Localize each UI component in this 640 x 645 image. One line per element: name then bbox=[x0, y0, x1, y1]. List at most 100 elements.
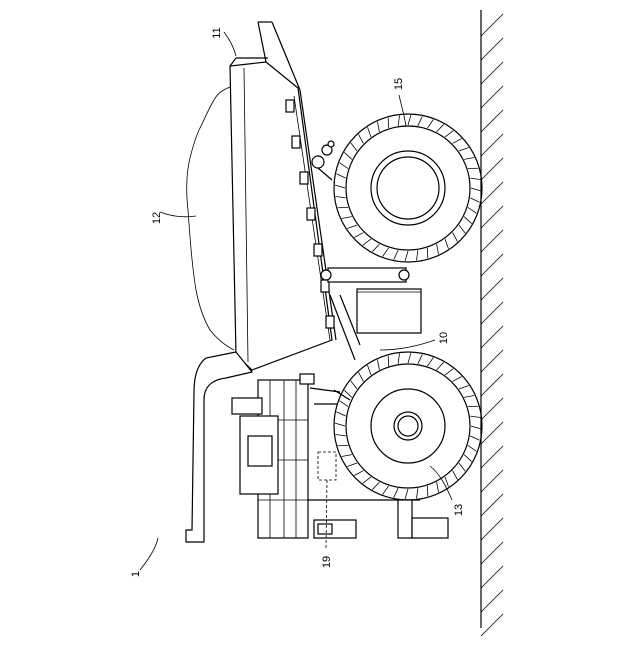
ground-hatch-line bbox=[481, 158, 503, 180]
tire-tread bbox=[394, 488, 398, 497]
ground-hatch-line bbox=[481, 326, 503, 348]
ground-hatch-line bbox=[481, 350, 503, 372]
tire-tread bbox=[453, 376, 462, 381]
label-load: 12 bbox=[151, 212, 163, 224]
ground-hatch-line bbox=[481, 278, 503, 300]
ground-hatch-line bbox=[481, 398, 503, 420]
tire-tread bbox=[468, 207, 477, 213]
tire-tread bbox=[464, 157, 474, 159]
ground-hatch-line bbox=[481, 86, 503, 108]
ground-hatch-line bbox=[481, 38, 503, 60]
ground-hatch-line bbox=[481, 110, 503, 132]
ground-hatch-line bbox=[481, 470, 503, 492]
tire-tread bbox=[358, 372, 363, 381]
hinge bbox=[312, 141, 334, 180]
tire-tread bbox=[445, 131, 453, 137]
tire-tread bbox=[470, 198, 479, 202]
rear-wheel bbox=[334, 114, 482, 262]
tire-tread bbox=[468, 445, 477, 451]
ground-hatch-line bbox=[481, 62, 503, 84]
ground-hatch-line bbox=[481, 422, 503, 444]
tire-tread bbox=[383, 486, 389, 495]
tire-tread bbox=[418, 354, 422, 363]
tire-tread bbox=[437, 362, 444, 370]
ground bbox=[481, 10, 503, 636]
ground-hatch-line bbox=[481, 494, 503, 516]
tire-tread bbox=[408, 115, 411, 125]
tire-tread bbox=[453, 138, 462, 143]
label-rear-wheel: 15 bbox=[393, 78, 405, 90]
ground-hatch-line bbox=[481, 230, 503, 252]
ground-hatch-line bbox=[481, 518, 503, 540]
ground-hatch-line bbox=[481, 374, 503, 396]
tire-tread bbox=[408, 353, 411, 363]
tire-tread bbox=[437, 124, 444, 132]
tire-tread bbox=[358, 134, 363, 143]
tire-tread bbox=[471, 188, 481, 191]
tire-tread bbox=[445, 477, 448, 487]
load-heap bbox=[187, 85, 236, 350]
tire-tread bbox=[453, 471, 458, 480]
hoist-cylinder bbox=[321, 268, 409, 282]
tire-tread bbox=[335, 185, 345, 188]
ground-hatch-line bbox=[481, 14, 503, 36]
tire-tread bbox=[464, 395, 474, 397]
ground-hatch-line bbox=[481, 254, 503, 276]
tire-tread bbox=[459, 385, 469, 388]
ground-hatch-line bbox=[481, 206, 503, 228]
tire-tread bbox=[418, 116, 422, 125]
tire-tread bbox=[445, 369, 453, 375]
tire-tread bbox=[336, 412, 345, 416]
tire-tread bbox=[405, 251, 408, 261]
tire-tread bbox=[351, 381, 357, 389]
tire-tread bbox=[470, 436, 479, 440]
tire-tread bbox=[363, 477, 371, 483]
tire-tread bbox=[351, 143, 357, 151]
tire-tread bbox=[377, 360, 379, 370]
tire-tread bbox=[459, 225, 465, 233]
tire-tread bbox=[470, 416, 480, 417]
tire-tread bbox=[417, 488, 418, 498]
label-vehicle: 1 bbox=[130, 571, 142, 577]
label-body-frame: 10 bbox=[438, 332, 450, 344]
tire-tread bbox=[427, 358, 433, 367]
tire-tread bbox=[335, 423, 345, 426]
tire-tread bbox=[347, 463, 357, 466]
tire-tread bbox=[464, 455, 472, 462]
body-frame bbox=[330, 289, 421, 360]
tire-tread bbox=[342, 217, 352, 219]
ground-hatch-line bbox=[481, 182, 503, 204]
tire-tread bbox=[340, 401, 349, 407]
label-front-wheel: 13 bbox=[453, 504, 465, 516]
tire-tread bbox=[398, 353, 399, 363]
label-controller: 19 bbox=[321, 556, 333, 568]
controller-box bbox=[318, 452, 336, 480]
tire-tread bbox=[394, 250, 398, 259]
tire-tread bbox=[372, 244, 379, 252]
tire-tread bbox=[340, 163, 349, 169]
tire-tread bbox=[342, 455, 352, 457]
ground-hatch-line bbox=[481, 614, 503, 636]
tire-tread bbox=[471, 426, 481, 429]
tire-tread bbox=[427, 120, 433, 129]
ground-hatch-line bbox=[481, 542, 503, 564]
ground-hatch-line bbox=[481, 566, 503, 588]
tire-tread bbox=[344, 152, 352, 159]
tire-tread bbox=[459, 147, 469, 150]
tire-tread bbox=[417, 250, 418, 260]
tire-tread bbox=[335, 435, 345, 436]
tire-tread bbox=[464, 217, 472, 224]
tire-tread bbox=[347, 225, 357, 228]
tire-tread bbox=[405, 489, 408, 499]
label-vessel: 11 bbox=[211, 27, 223, 38]
tire-tread bbox=[372, 482, 379, 490]
tire-tread bbox=[445, 239, 448, 249]
ground-hatch-line bbox=[481, 590, 503, 612]
tire-tread bbox=[383, 248, 389, 257]
front-wheel bbox=[334, 352, 482, 500]
tire-tread bbox=[398, 115, 399, 125]
tire-tread bbox=[336, 174, 345, 178]
tire-tread bbox=[459, 463, 465, 471]
